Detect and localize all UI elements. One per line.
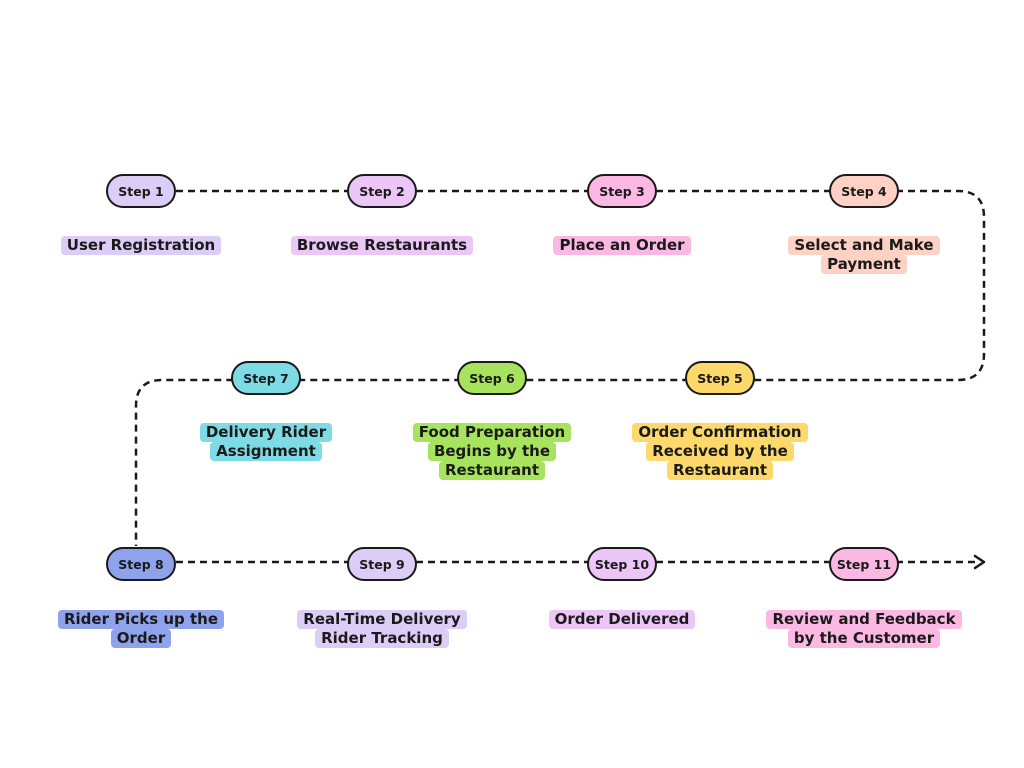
- flow-end-arrow-icon: [973, 554, 986, 570]
- step-8-label-line: Rider Picks up the: [57, 610, 225, 629]
- step-10-badge: Step 10: [587, 547, 657, 581]
- step-5-badge: Step 5: [685, 361, 755, 395]
- step-6-badge: Step 6: [457, 361, 527, 395]
- step-11-label-line: Review and Feedback: [766, 610, 962, 629]
- step-1-label-line: User Registration: [60, 236, 222, 255]
- step-10-label: Order Delivered: [502, 610, 742, 629]
- step-9-badge: Step 9: [347, 547, 417, 581]
- step-1-badge: Step 1: [106, 174, 176, 208]
- step-5-label-line: Received by the: [646, 442, 794, 461]
- step-5-label-line: Order Confirmation: [632, 423, 808, 442]
- step-7-label-line: Delivery Rider: [199, 423, 333, 442]
- step-4-label-line: Select and Make: [788, 236, 940, 255]
- step-5-label-line: Restaurant: [667, 461, 773, 480]
- step-7-badge: Step 7: [231, 361, 301, 395]
- step-11-badge: Step 11: [829, 547, 899, 581]
- step-3-label: Place an Order: [502, 236, 742, 255]
- step-8-label-line: Order: [110, 629, 172, 648]
- step-6-label-line: Begins by the: [427, 442, 557, 461]
- step-4-label-line: Payment: [821, 255, 907, 274]
- step-9-label-line: Real-Time Delivery: [297, 610, 467, 629]
- step-3-badge: Step 3: [587, 174, 657, 208]
- step-7-label-line: Assignment: [210, 442, 322, 461]
- step-6-label-line: Food Preparation: [412, 423, 572, 442]
- step-1-label: User Registration: [21, 236, 261, 255]
- step-2-label-line: Browse Restaurants: [290, 236, 474, 255]
- step-10-label-line: Order Delivered: [548, 610, 696, 629]
- step-11-label-line: by the Customer: [787, 629, 941, 648]
- step-9-label-line: Rider Tracking: [315, 629, 449, 648]
- step-6-label-line: Restaurant: [439, 461, 545, 480]
- step-4-badge: Step 4: [829, 174, 899, 208]
- step-3-label-line: Place an Order: [553, 236, 691, 255]
- step-8-badge: Step 8: [106, 547, 176, 581]
- step-2-label: Browse Restaurants: [262, 236, 502, 255]
- step-2-badge: Step 2: [347, 174, 417, 208]
